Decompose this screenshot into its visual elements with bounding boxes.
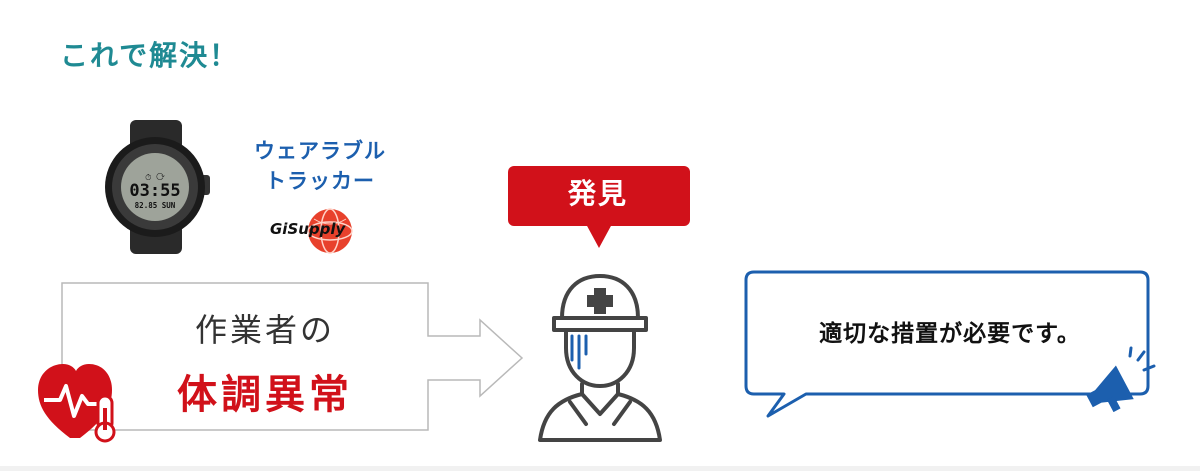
page-title: これで解決！: [60, 39, 240, 72]
wearable-tracker-label: ウェアラブル トラッカー: [230, 136, 410, 196]
action-message: 適切な措置が必要です。: [819, 321, 1081, 347]
worker-label: 作業者の: [194, 311, 335, 349]
discovery-label: 発見: [567, 177, 628, 210]
svg-text:⏱ ⟳: ⏱ ⟳: [145, 173, 165, 182]
wearable-line2: トラッカー: [265, 169, 375, 193]
watch-subline: 82.85 SUN: [135, 201, 176, 210]
brand-globe-icon: [307, 208, 353, 254]
megaphone-icon: [1086, 346, 1156, 413]
discovery-bubble: [508, 166, 690, 248]
worker-hardhat-icon: [538, 274, 662, 442]
brand-name: GiSupply: [270, 220, 346, 238]
action-bubble: [744, 270, 1150, 418]
arrow-right-icon: [61, 282, 524, 431]
heart-pulse-icon: [38, 364, 116, 443]
thermometer-icon: [94, 394, 116, 443]
watch-time: 03:55: [129, 181, 180, 201]
smartwatch-icon: ⏱ ⟳ 03:55 82.85 SUN: [105, 120, 210, 254]
condition-arrow-box: [61, 282, 524, 431]
bottom-rule: [0, 466, 1200, 471]
health-abnormality-label: 体調異常: [177, 372, 353, 418]
wearable-line1: ウェアラブル: [254, 139, 386, 163]
